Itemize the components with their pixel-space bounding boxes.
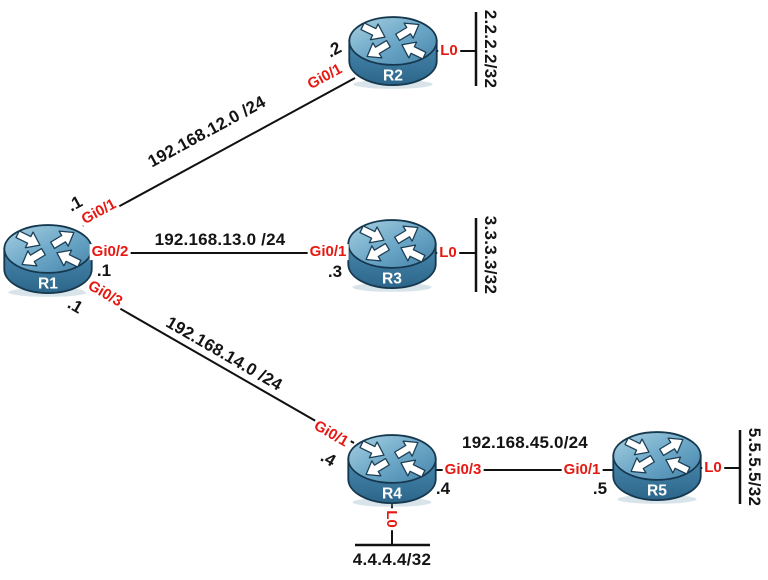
router-icon: R3 [347, 219, 437, 292]
router-r4[interactable]: R4 [346, 431, 438, 509]
if-label-r3-gi0-1: Gi0/1 [307, 243, 349, 261]
router-icon: R1 [3, 224, 93, 297]
if-label-r1-gi0-2: Gi0/2 [89, 243, 131, 261]
router-label: R5 [647, 483, 667, 500]
router-icon: R4 [347, 434, 437, 507]
router-label: R1 [38, 276, 58, 293]
ip-octet-r3-link13: .3 [327, 262, 343, 282]
loopback-prefix-r3: 3.3.3.3/32 [480, 215, 500, 295]
loopback-prefix-r2: 2.2.2.2/32 [480, 9, 500, 89]
subnet-label-r1-r3: 192.168.13.0 /24 [154, 230, 286, 250]
loopback-prefix-r5: 5.5.5.5/32 [744, 427, 764, 507]
router-label: R4 [382, 486, 402, 503]
loopback-prefix-r4: 4.4.4.4/32 [352, 550, 432, 570]
ip-octet-r1-link13: .1 [96, 261, 112, 281]
router-r2[interactable]: R2 [347, 13, 439, 91]
router-r1[interactable]: R1 [2, 221, 94, 299]
if-label-r4-l0: L0 [382, 508, 400, 530]
ip-octet-r5-link45: .5 [592, 479, 608, 499]
router-label: R3 [382, 271, 402, 288]
link-r1-r2 [82, 77, 356, 227]
if-label-r4-gi0-3: Gi0/3 [442, 461, 484, 479]
router-icon: R5 [612, 431, 702, 504]
if-label-r3-l0: L0 [437, 244, 459, 262]
router-icon: R2 [348, 16, 438, 89]
router-label: R2 [383, 68, 403, 85]
router-r5[interactable]: R5 [611, 428, 703, 506]
if-label-r5-gi0-1: Gi0/1 [561, 461, 603, 479]
router-r3[interactable]: R3 [346, 216, 438, 294]
link-r1-r4 [85, 288, 355, 444]
ip-octet-r4-link45: .4 [435, 479, 451, 499]
if-label-r5-l0: L0 [702, 459, 724, 477]
if-label-r2-l0: L0 [438, 42, 460, 60]
subnet-label-r4-r5: 192.168.45.0/24 [462, 433, 588, 453]
